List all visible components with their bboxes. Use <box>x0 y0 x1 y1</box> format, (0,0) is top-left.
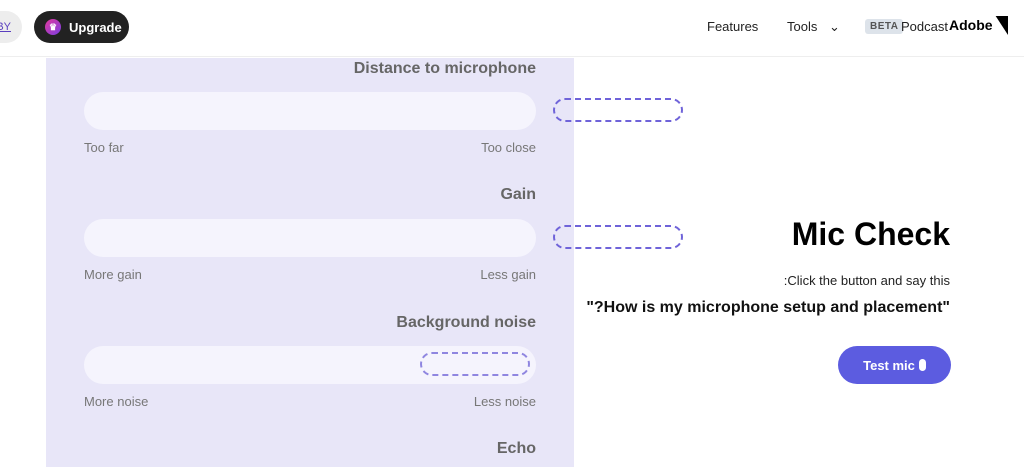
microphone-icon <box>918 359 926 371</box>
adobe-logo[interactable]: Adobe <box>949 17 993 33</box>
distance-left: Too far <box>84 140 124 155</box>
instruction-text: :Click the button and say this <box>783 273 950 288</box>
noise-right: Less noise <box>473 394 536 409</box>
gain-right: Less gain <box>480 267 536 282</box>
nav-features[interactable]: Features <box>707 19 759 34</box>
page-title: Mic Check <box>791 216 950 252</box>
distance-meter <box>84 92 536 130</box>
gain-title: Gain <box>500 186 536 203</box>
noise-indicator <box>420 352 530 376</box>
upgrade-label: Upgrade <box>69 19 122 35</box>
test-mic-button[interactable]: Test mic <box>838 346 951 384</box>
chevron-down-icon: ⌄ <box>828 19 840 34</box>
buy-link[interactable]: BY <box>0 11 22 43</box>
gain-left: More gain <box>84 267 142 282</box>
distance-right: Too close <box>481 140 536 155</box>
upgrade-button[interactable]: ♛ Upgrade <box>34 11 129 43</box>
noise-title: Background noise <box>396 314 536 331</box>
echo-title: Echo <box>496 440 536 457</box>
header: BY ♛ Upgrade Features Tools ⌄ BETA Podcas… <box>0 0 1024 57</box>
distance-title: Distance to microphone <box>353 60 536 77</box>
noise-left: More noise <box>84 394 149 409</box>
gain-indicator <box>553 225 683 249</box>
nav-tools[interactable]: Tools ⌄ <box>787 19 840 35</box>
quote-text: "?How is my microphone setup and placeme… <box>586 299 950 316</box>
crown-icon: ♛ <box>45 19 61 35</box>
beta-badge: BETA <box>865 19 904 34</box>
mic-metrics-panel: Distance to microphone Too far Too close… <box>46 58 574 467</box>
distance-indicator <box>553 98 683 122</box>
podcast-label: Podcast <box>901 19 948 34</box>
nav-tools-label: Tools <box>787 19 818 34</box>
gain-meter <box>84 219 536 257</box>
test-mic-label: Test mic <box>863 357 915 373</box>
